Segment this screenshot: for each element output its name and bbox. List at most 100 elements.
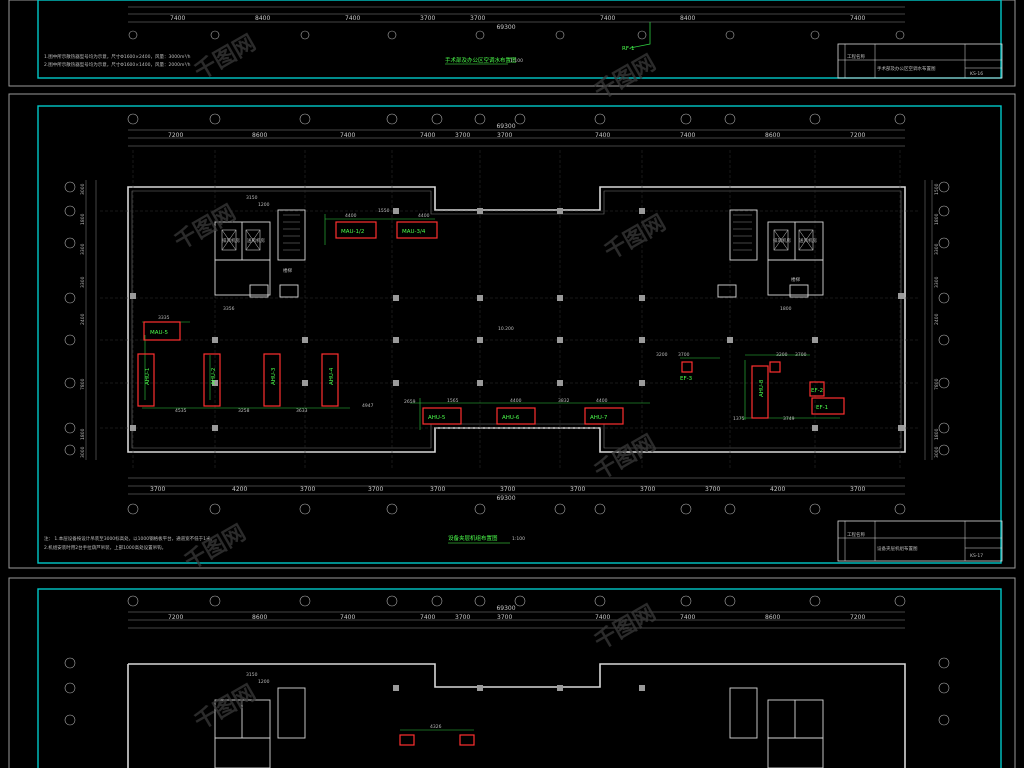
bay-dim-top: 7400 xyxy=(595,132,610,139)
equipment-unit xyxy=(335,221,377,239)
top-bay-dim: 7400 xyxy=(850,15,865,22)
sheet-top-outer-border xyxy=(8,0,1016,87)
room-label: 排风机房 xyxy=(222,237,240,244)
bay-dim-bottom: 3700 xyxy=(850,486,865,493)
note-line: 2.机组安装时用2台手拉葫芦吊装，上部1000高处设置吊钩。 xyxy=(44,544,166,551)
watermark: 千图网 xyxy=(181,521,251,576)
bay-dim-top: 7400 xyxy=(680,614,695,621)
interior-dim: 4400 xyxy=(596,398,608,404)
side-dim-left: 3000 xyxy=(80,446,86,458)
equipment-tag: EF-3 xyxy=(680,376,693,382)
interior-dim: 3200 xyxy=(776,352,788,358)
interior-dim: 4326 xyxy=(430,724,442,730)
bay-dim-top: 7400 xyxy=(340,614,355,621)
bay-dim-bottom: 3700 xyxy=(705,486,720,493)
plan-title: 手术部及办公区空调水布置图 xyxy=(445,56,517,64)
equipment-unit xyxy=(751,365,769,419)
equipment-unit xyxy=(263,353,281,407)
plan-title: 设备夹层机组布置图 xyxy=(448,534,498,542)
side-dim-left: 2400 xyxy=(80,313,86,325)
watermark: 千图网 xyxy=(591,431,661,486)
equipment-unit xyxy=(137,353,155,407)
side-dim-right: 1500 xyxy=(934,183,940,195)
interior-dim: 3150 xyxy=(246,672,258,678)
bay-dim-top: 3700 xyxy=(497,132,512,139)
title-block-sheet-no: KS-17 xyxy=(970,553,983,559)
side-dim-left: 3300 xyxy=(80,243,86,255)
title-block-project: 工程名称 xyxy=(847,531,865,538)
bay-dim-top: 8600 xyxy=(252,132,267,139)
axis-lines xyxy=(100,150,920,470)
interior-dim: 3200 xyxy=(656,352,668,358)
interior-dim: 4947 xyxy=(362,403,374,409)
title-block-sheet-no: KS-16 xyxy=(970,71,983,77)
building-outline xyxy=(127,663,906,768)
side-dim-right: 1800 xyxy=(934,428,940,440)
bay-dim-bottom: 3700 xyxy=(150,486,165,493)
equipment-unit xyxy=(399,734,415,746)
interior-dim: 1565 xyxy=(447,398,459,404)
bay-dim-bottom: 3700 xyxy=(368,486,383,493)
bay-dim-top: 7400 xyxy=(680,132,695,139)
grid-bubbles-top xyxy=(127,113,906,125)
top-bay-dim: 7400 xyxy=(170,15,185,22)
bay-dim-top: 8600 xyxy=(765,132,780,139)
right-core xyxy=(717,209,824,298)
equipment-tag: AHU-5 xyxy=(428,415,446,421)
room-label: 排风机房 xyxy=(773,237,791,244)
overall-dim-top: 69300 xyxy=(496,123,515,130)
interior-dim: 3335 xyxy=(158,315,170,321)
sheet-middle: 69300 7200 8600 7400 7400 3700 3700 7400… xyxy=(8,93,1016,569)
watermark: 千图网 xyxy=(171,201,241,256)
equipment-unit xyxy=(422,407,462,425)
side-dim-left: 3000 xyxy=(80,183,86,195)
side-dim-right: 3000 xyxy=(934,446,940,458)
interior-dim: 1375 xyxy=(733,416,745,422)
level-mark: 10.200 xyxy=(498,326,514,332)
interior-dim: 3633 xyxy=(296,408,308,414)
interior-dim: 3832 xyxy=(558,398,570,404)
interior-dim: 4535 xyxy=(175,408,187,414)
bay-dim-top: 7400 xyxy=(340,132,355,139)
note-line: 2.图中所示散热器型号均为示意，尺寸Φ1600×1400，风量：2000m³/h xyxy=(44,61,191,68)
interior-dim: 1200 xyxy=(258,202,270,208)
equipment-unit xyxy=(811,397,845,415)
equipment-tag: AHU-7 xyxy=(590,415,608,421)
top-overall-dim: 69300 xyxy=(496,24,515,31)
equipment-tag: AHU-6 xyxy=(502,415,520,421)
equipment-tag: MAU-5 xyxy=(150,330,169,336)
top-bay-dim: 7400 xyxy=(600,15,615,22)
side-dim-left: 1800 xyxy=(80,428,86,440)
note-line: 1.图中所示散热器型号均为示意，尺寸Φ1600×2400，风量：3000m³/h xyxy=(44,53,191,60)
equipment-tag: AHU-3 xyxy=(271,367,277,385)
watermark: 千图网 xyxy=(601,211,671,266)
side-dim-right: 3300 xyxy=(934,276,940,288)
title-block-top: 工程名称 手术部及办公区空调水布置图 KS-16 xyxy=(837,43,1003,79)
interior-dim: 4400 xyxy=(418,213,430,219)
interior-dim: 2659 xyxy=(404,399,416,405)
title-block-project: 工程名称 xyxy=(847,53,865,60)
sheet-top-frame xyxy=(37,0,1002,79)
sheet-bottom: 69300 7200 8600 7400 7400 3700 3700 7400… xyxy=(8,577,1016,768)
equipment-unit xyxy=(203,353,221,407)
title-block-drawing: 设备夹层机组布置图 xyxy=(877,545,918,552)
riser-tag: RF-1 xyxy=(622,46,634,52)
equipment-tag: MAU-3/4 xyxy=(402,229,426,235)
plan-scale: 1:100 xyxy=(512,536,525,542)
bay-dim-top: 7200 xyxy=(168,132,183,139)
structural-columns xyxy=(130,208,904,431)
overall-dim-bottom: 69300 xyxy=(496,495,515,502)
room-label: 楼梯 xyxy=(791,276,800,283)
side-dim-left: 7800 xyxy=(80,378,86,390)
equipment-dim-lines xyxy=(142,214,840,430)
equipment-unit xyxy=(769,361,781,373)
interior-dim: 3150 xyxy=(246,195,258,201)
side-dim-right: 7800 xyxy=(934,378,940,390)
grid-bubbles-side xyxy=(64,181,950,456)
room-label: 楼梯 xyxy=(283,267,292,274)
side-dim-right: 1800 xyxy=(934,213,940,225)
bay-dim-top: 7400 xyxy=(420,132,435,139)
bay-dim-bottom: 3700 xyxy=(640,486,655,493)
bay-dim-top: 3700 xyxy=(455,132,470,139)
equipment-tag: MAU-1/2 xyxy=(341,229,364,235)
